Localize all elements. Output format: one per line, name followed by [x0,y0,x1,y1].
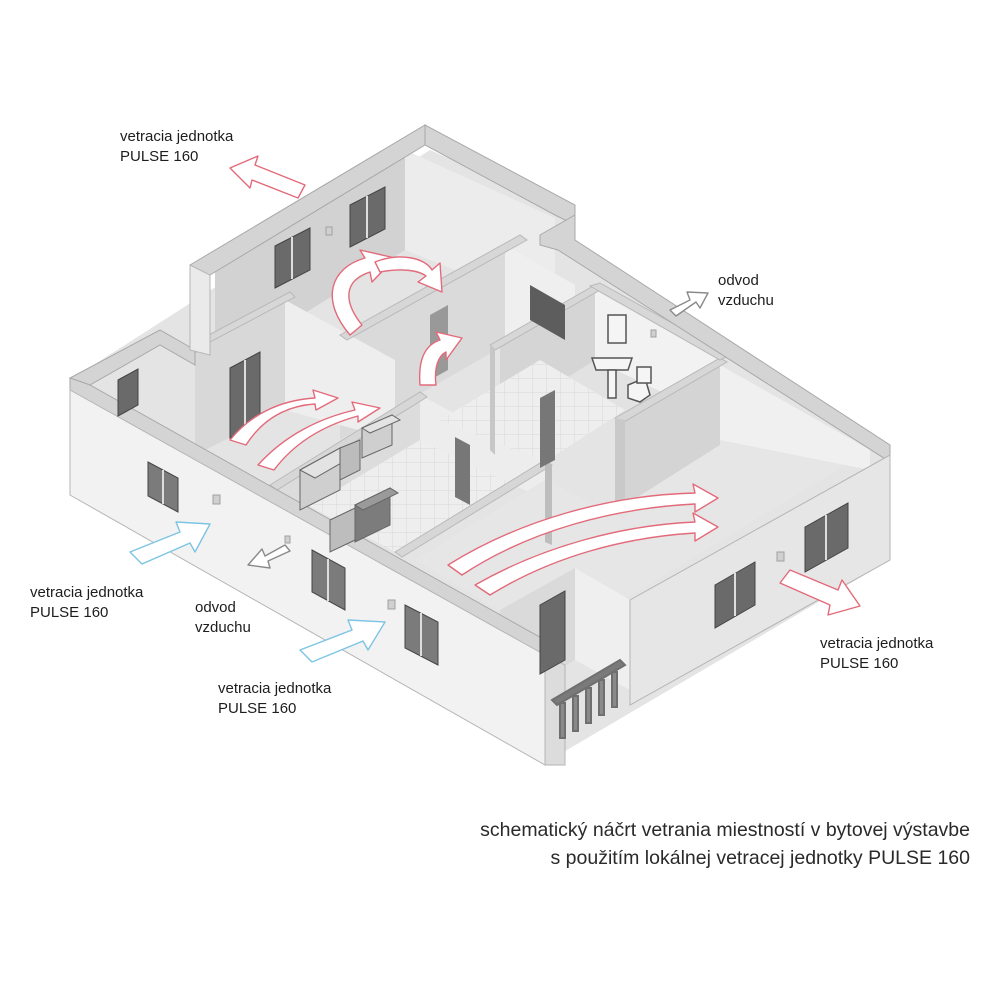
bathroom-front-wall-face [615,418,625,510]
wall-vent-units [212,226,785,610]
label-unit-top-left-line1: vetracia jednotka [120,128,234,145]
bathroom-fixtures [590,314,652,403]
door-bathroom [540,390,555,468]
airflow-arrow-living-right-2 [474,512,719,596]
label-exhaust-top-right-line1: odvod [718,272,759,289]
door-balcony-room [539,590,566,675]
window-left-1 [147,461,179,513]
vent-exhaust-left [284,535,291,544]
exhaust-arrow-right [779,569,861,616]
label-exhaust-left: odvod vzduchu [195,598,251,638]
airflow-arrow-corridor [418,331,463,386]
door-corridor-top [530,285,565,340]
window-left-2 [311,549,346,611]
vent-unit-left [212,494,221,505]
label-unit-bottom-line1: vetracia jednotka [218,680,332,697]
label-exhaust-top-right: odvod vzduchu [718,271,774,311]
label-unit-left: vetracia jednotka PULSE 160 [30,583,143,623]
vent-unit-top [325,226,333,236]
label-unit-right-line1: vetracia jednotka [820,635,934,652]
label-unit-top-left: vetracia jednotka PULSE 160 [120,127,233,167]
outer-wall-tops [68,124,891,661]
air-exhaust-arrow-top-right [669,291,709,317]
label-unit-right: vetracia jednotka PULSE 160 [820,634,933,674]
label-unit-left-line1: vetracia jednotka [30,584,144,601]
kitchen-units [298,414,402,553]
airflow-arrow-living-right-1 [447,483,719,576]
window-right-2 [804,502,849,573]
label-unit-bottom-line2: PULSE 160 [218,700,297,717]
label-unit-top-left-line2: PULSE 160 [120,148,199,165]
label-exhaust-top-right-line2: vzduchu [718,292,774,309]
caption-line1: schematický náčrt vetrania miestností v … [480,819,970,841]
corridor-left-wall-face [490,345,495,455]
label-unit-bottom: vetracia jednotka PULSE 160 [218,679,331,719]
door-kitchen [455,437,470,505]
balcony-room-side-wall [575,568,630,690]
window-left-wing [117,368,139,417]
diagram-caption: schematický náčrt vetrania miestností v … [480,816,970,872]
supply-arrow-bottom [299,619,386,663]
label-unit-left-line2: PULSE 160 [30,604,109,621]
top-left-outer-wall-face [189,264,211,356]
airflow-arrow-bedroom-loop-2 [374,256,443,293]
external-arrows [129,155,861,663]
bathroom-sink [590,357,634,371]
bathroom-mirror [607,314,627,344]
caption-line2: s použitím lokálnej vetracej jednotky PU… [550,847,970,869]
corridor-floor [440,360,625,462]
window-top-1 [274,227,311,289]
air-exhaust-arrow-left [247,544,291,569]
airflow-arrow-living-left-2 [257,401,381,471]
internal-airflow-arrows [229,249,719,596]
label-unit-right-line2: PULSE 160 [820,655,899,672]
vent-exhaust-bath [650,329,657,338]
label-exhaust-left-line2: vzduchu [195,619,251,636]
balcony-railing [550,658,627,739]
window-top-2 [349,186,386,248]
living-right-back-wall [625,365,720,505]
airflow-arrow-living-left-1 [229,389,339,446]
vent-unit-bottom [387,599,396,610]
window-left-3 [404,604,439,666]
exhaust-arrow-top-left [229,155,306,199]
supply-arrow-left [129,521,211,565]
windows [117,186,849,675]
living-right-side-wall [720,365,870,470]
window-right-1 [714,561,756,629]
label-exhaust-left-line1: odvod [195,599,236,616]
vent-unit-right [776,551,785,562]
